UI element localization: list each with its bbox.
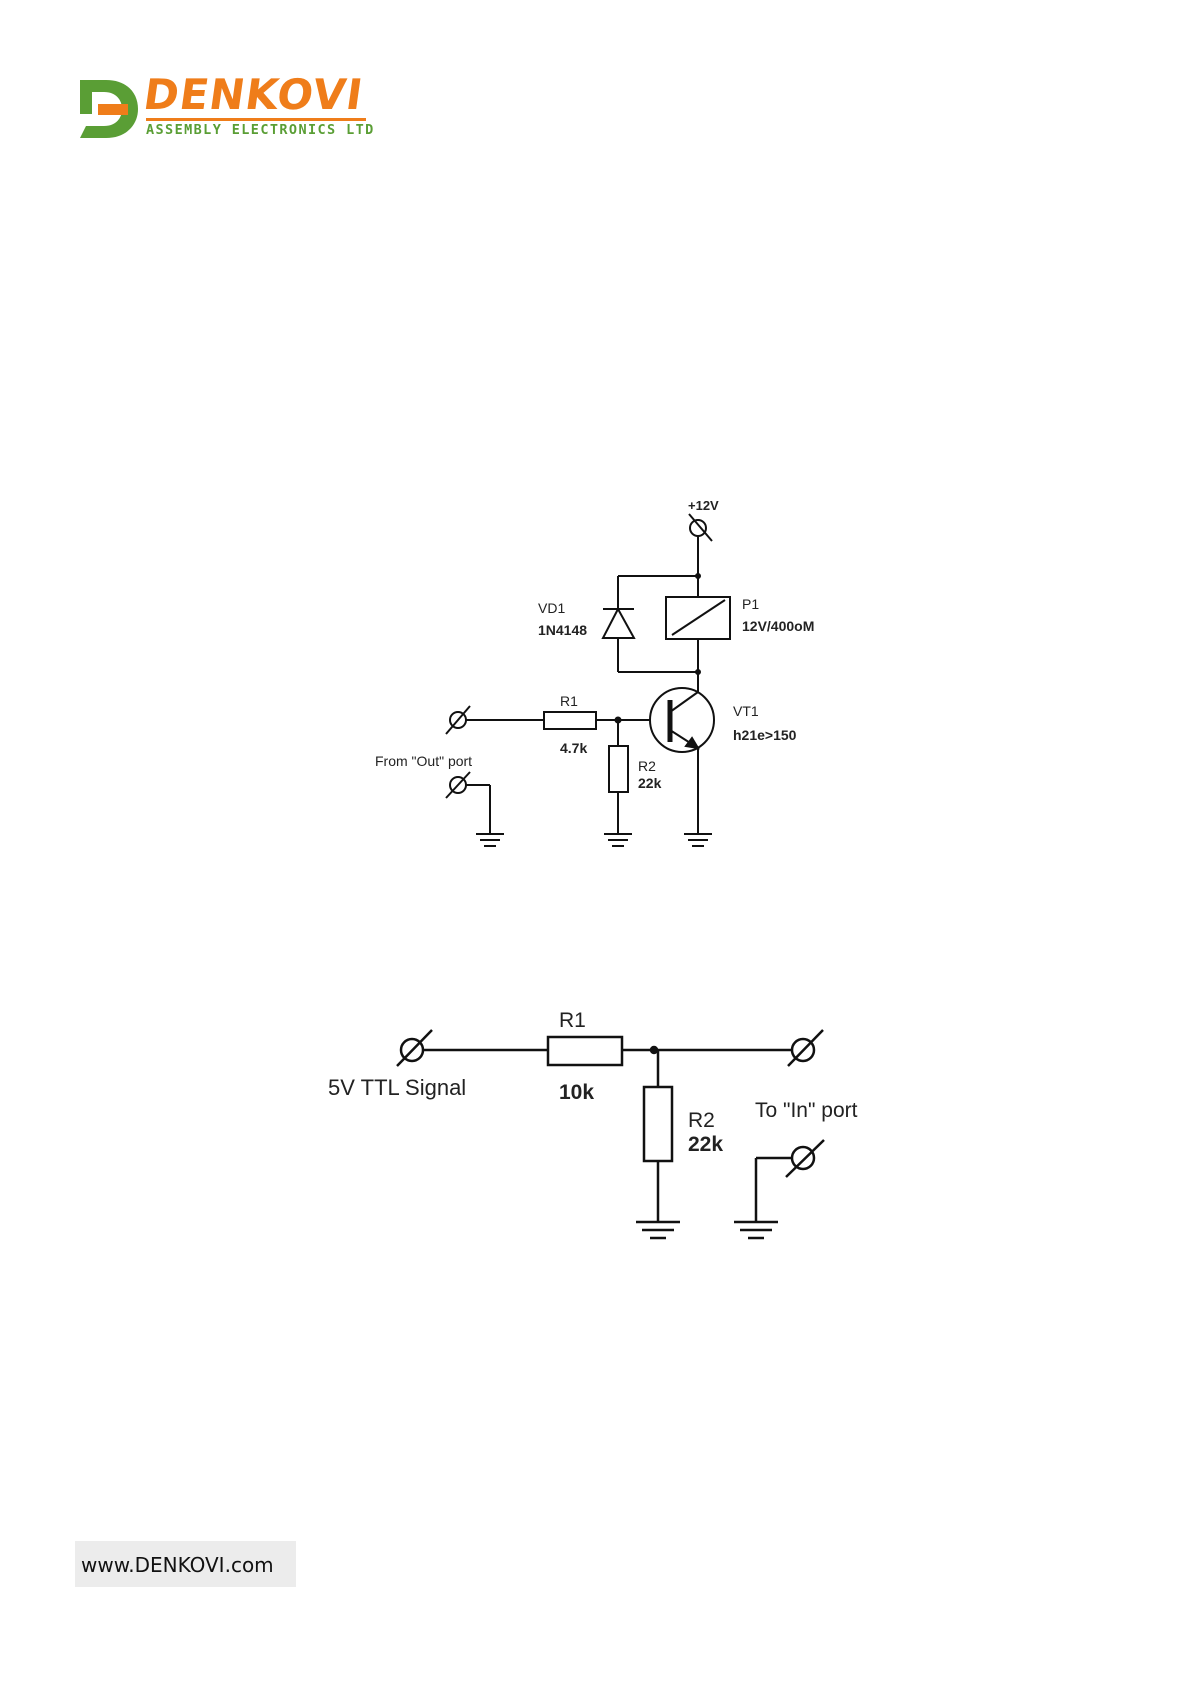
input-label: From "Out" port [375, 753, 472, 769]
supply-terminal-slash [689, 514, 712, 541]
ttl-input-label: 5V TTL Signal [328, 1075, 466, 1100]
r1-value: 10k [559, 1081, 594, 1104]
r2-ref: R2 [638, 758, 656, 774]
relay-driver-labels: +12V VD1 1N4148 P1 12V/400oM R1 4.7k R2 … [375, 498, 814, 791]
output-label: To "In" port [755, 1099, 858, 1122]
r2-value: 22k [688, 1133, 723, 1156]
divider-schematic [397, 1030, 824, 1238]
diode-ref: VD1 [538, 600, 565, 616]
transistor-emitter-arrow [686, 738, 698, 748]
diode-value: 1N4148 [538, 622, 587, 638]
r1-ref: R1 [559, 1009, 586, 1032]
ground-input [476, 834, 504, 846]
r1-ref: R1 [560, 693, 578, 709]
junction [651, 1047, 657, 1053]
r2-value: 22k [638, 775, 662, 791]
relay-ref: P1 [742, 596, 759, 612]
ground-r2 [604, 834, 632, 846]
transistor-collector [670, 692, 698, 712]
relay-driver-schematic [446, 514, 730, 846]
resistor-r1 [544, 712, 596, 729]
ground-emitter [684, 834, 712, 846]
supply-label: +12V [688, 498, 719, 513]
transistor-value: h21e>150 [733, 727, 797, 743]
resistor-r2 [644, 1087, 672, 1161]
r2-ref: R2 [688, 1109, 715, 1132]
relay-coil-slash [672, 600, 725, 635]
diode-body [603, 609, 634, 638]
output-ground-terminal [792, 1147, 814, 1169]
footer-url: www.DENKOVI.com [75, 1541, 296, 1587]
r1-value: 4.7k [560, 740, 587, 756]
ground-output [734, 1222, 778, 1238]
transistor-ref: VT1 [733, 703, 759, 719]
supply-terminal [690, 520, 706, 536]
transistor-body [650, 688, 714, 752]
divider-labels: 5V TTL Signal R1 10k R2 22k To "In" port [328, 1009, 858, 1156]
resistor-r1 [548, 1037, 622, 1065]
resistor-r2 [609, 746, 628, 792]
relay-value: 12V/400oM [742, 618, 814, 634]
ground-r2 [636, 1222, 680, 1238]
